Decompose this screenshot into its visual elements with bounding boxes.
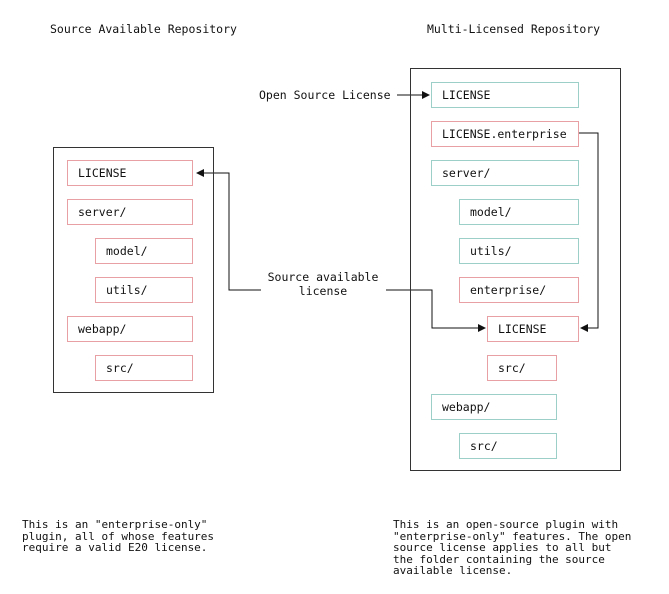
right-model-folder: model/ xyxy=(459,199,579,225)
right-webapp-folder: webapp/ xyxy=(431,394,557,420)
source-available-license-label: Source available license xyxy=(262,270,384,298)
left-webapp-folder: webapp/ xyxy=(67,316,193,342)
right-license-file: LICENSE xyxy=(431,82,579,108)
right-enterprise-folder: enterprise/ xyxy=(459,277,579,303)
open-source-license-label: Open Source License xyxy=(259,88,391,102)
left-repo-title: Source Available Repository xyxy=(50,22,237,36)
source-available-label-line2: license xyxy=(298,284,348,298)
source-available-label-line1: Source available xyxy=(267,270,379,284)
left-src-folder: src/ xyxy=(95,355,193,381)
license-enterprise-arrow xyxy=(579,132,599,332)
right-description-note: This is an open-source plugin with "ente… xyxy=(393,518,632,577)
left-description-note: This is an "enterprise-only" plugin, all… xyxy=(22,518,215,554)
left-server-folder: server/ xyxy=(67,199,193,225)
left-license-file: LICENSE xyxy=(67,160,193,186)
source-available-arrow-right xyxy=(386,289,486,332)
right-src-folder: src/ xyxy=(459,433,557,459)
left-model-folder: model/ xyxy=(95,238,193,264)
right-enterprise-src-folder: src/ xyxy=(487,355,557,381)
right-repo-title: Multi-Licensed Repository xyxy=(427,22,601,36)
left-repo-panel xyxy=(53,147,214,393)
right-server-folder: server/ xyxy=(431,160,579,186)
right-utils-folder: utils/ xyxy=(459,238,579,264)
left-utils-folder: utils/ xyxy=(95,277,193,303)
right-license-enterprise-file: LICENSE.enterprise xyxy=(431,121,579,147)
right-enterprise-license-file: LICENSE xyxy=(487,316,579,342)
right-repo-panel xyxy=(410,68,621,471)
